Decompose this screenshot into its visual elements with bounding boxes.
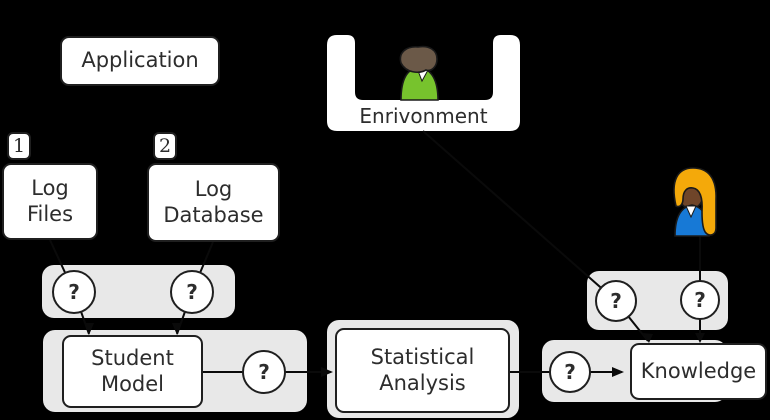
arrowhead-into-statistical-analysis [321,367,333,377]
badge-1: 1 [7,132,31,160]
arrowhead-into-knowledge-top-diag [643,333,653,343]
badge-2: 2 [153,132,177,160]
log-files-node: Log Files [2,163,98,240]
application-node: Application [60,36,220,86]
environment-person-icon [399,45,439,101]
question-circle-environment-to-knowledge: ? [595,280,637,322]
knowledge-node: Knowledge [630,343,767,400]
question-circle-log-database: ? [170,270,214,314]
question-circle-statistical-to-knowledge: ? [549,351,591,393]
arrowhead-into-student-model-left [84,323,94,335]
log-database-node: Log Database [147,163,280,242]
environment-container-shape [327,35,520,131]
question-circle-user-to-knowledge: ? [680,280,720,320]
question-circle-student-to-statistical: ? [242,350,286,394]
environment-label: Enrivonment [359,103,488,128]
student-model-node: Student Model [62,335,203,408]
question-circle-log-files: ? [52,270,96,314]
arrowhead-into-knowledge-top [695,333,705,343]
statistical-analysis-node: Statistical Analysis [335,328,510,413]
arrowhead-into-knowledge-left [612,367,624,377]
user-person-icon [673,167,717,237]
arrowhead-into-student-model-right [172,323,182,335]
